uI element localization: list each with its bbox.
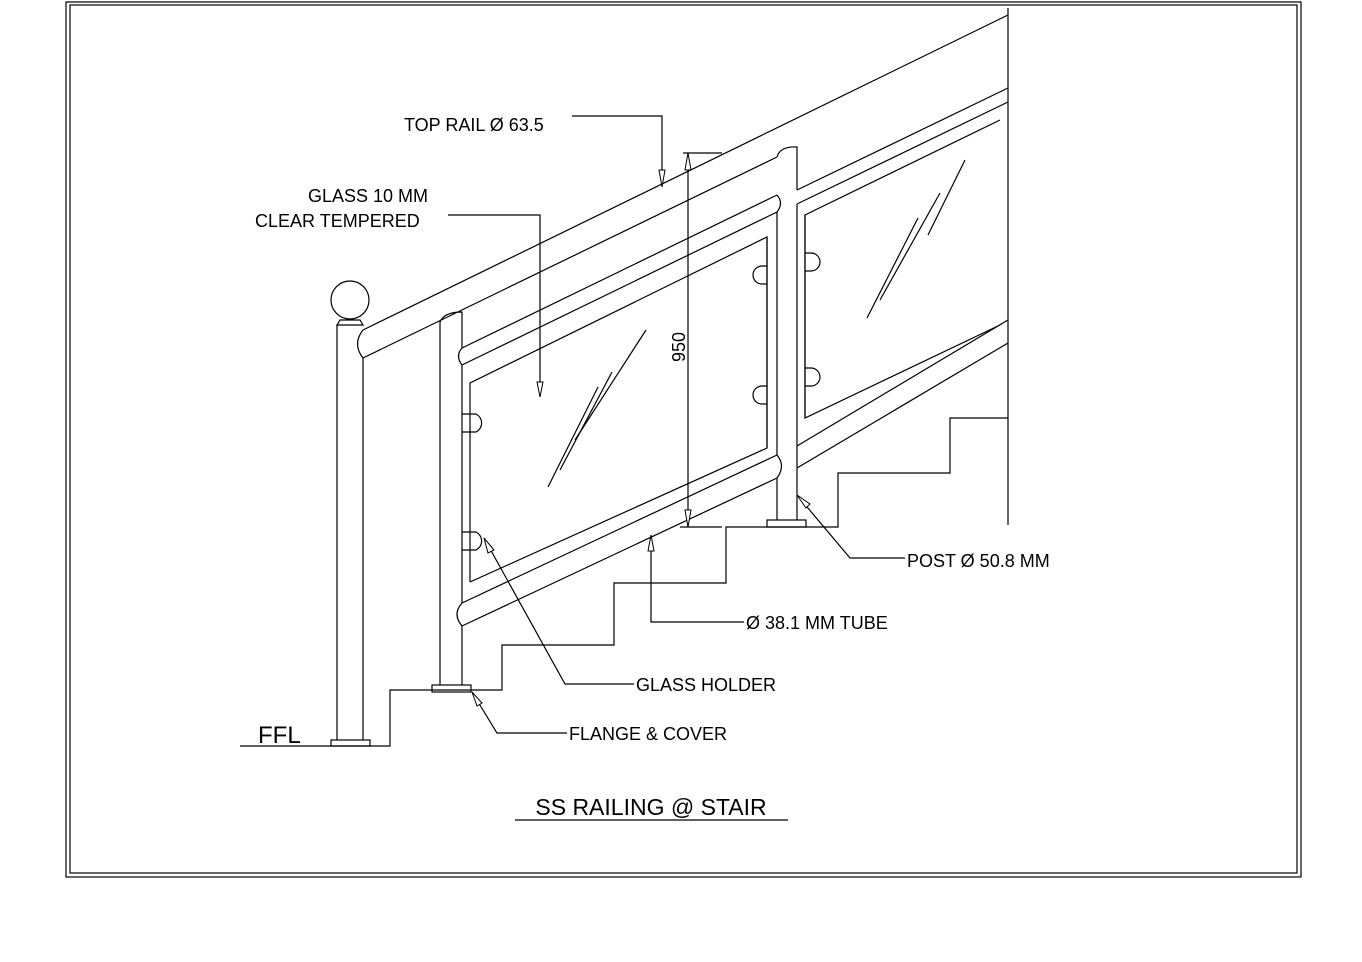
glass-holder <box>805 252 821 272</box>
inner-frame <box>69 4 1298 874</box>
outer-frame <box>65 1 1302 878</box>
glass-holder <box>805 367 821 387</box>
post-label: POST Ø 50.8 MM <box>907 551 1050 571</box>
glass-holder <box>752 265 767 285</box>
flange-label: FLANGE & COVER <box>569 724 727 744</box>
glass-holder-leader <box>483 537 634 685</box>
stair-profile <box>240 417 1008 747</box>
ball-finial-icon <box>330 280 370 320</box>
glass-holder-label: GLASS HOLDER <box>636 675 776 695</box>
glass-leader <box>448 214 541 395</box>
glass-holder <box>752 385 767 405</box>
flange-leader <box>471 691 567 734</box>
top-rail-leader <box>572 115 663 185</box>
glass-label-line1: GLASS 10 MM <box>308 186 428 206</box>
dimension-950: 950 <box>669 332 689 362</box>
post-leader <box>796 494 905 559</box>
glass-panel-right <box>804 119 1001 419</box>
tube-leader <box>650 537 744 623</box>
glass-holder <box>462 531 483 551</box>
newel-post <box>330 280 371 747</box>
height-dimension: 950 <box>669 152 722 528</box>
tube-label: Ø 38.1 MM TUBE <box>746 613 888 633</box>
bottom-tube <box>456 319 1009 627</box>
top-rail <box>356 14 1009 359</box>
post-1 <box>431 311 483 693</box>
top-rail-label: TOP RAIL Ø 63.5 <box>404 115 544 135</box>
ffl-label: FFL <box>258 722 301 749</box>
glass-label-line2: CLEAR TEMPERED <box>255 211 420 231</box>
glass-holder <box>462 413 483 433</box>
mid-rail <box>457 194 782 366</box>
post-2 <box>752 146 821 528</box>
drawing-title: SS RAILING @ STAIR <box>535 794 766 820</box>
